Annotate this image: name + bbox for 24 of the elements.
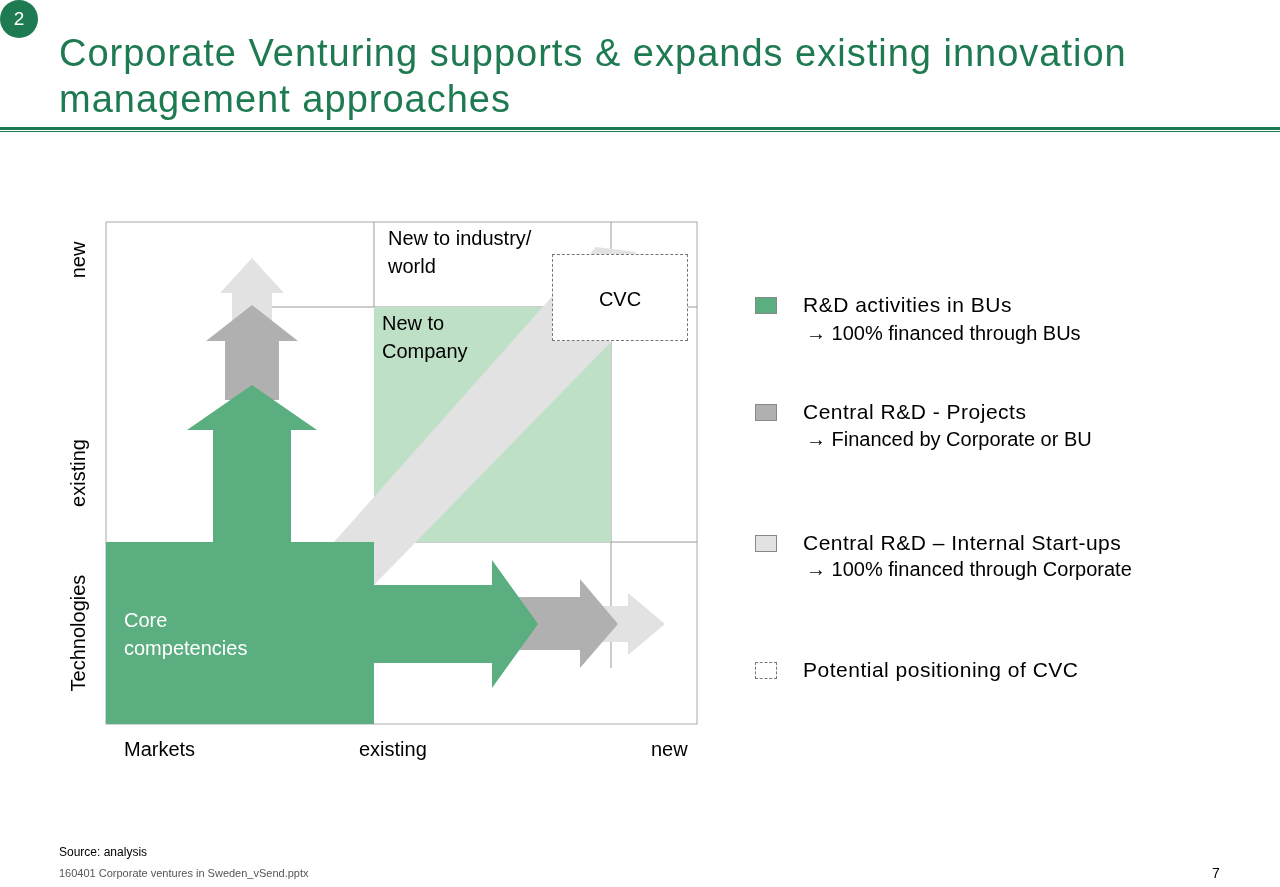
legend-note: → 100% financed through BUs: [806, 321, 1081, 346]
node-label: CVC: [597, 287, 643, 312]
dashed-box: [552, 254, 688, 341]
axis-label: existing: [359, 737, 427, 762]
legend-label: R&D activities in BUs: [803, 292, 1012, 318]
page-number-badge: 2: [0, 0, 38, 38]
node-label: Core competencies: [124, 608, 249, 661]
axis-title: Technologies: [66, 574, 90, 692]
axis-title: Markets: [124, 737, 196, 762]
page-number: 7: [1212, 864, 1220, 883]
legend-note: → Financed by Corporate or BU: [806, 427, 1093, 452]
node-label: New to Company: [382, 311, 469, 364]
title: Corporate Venturing supports & expands existing innovation management approaches: [59, 31, 1128, 122]
legend-note: → 100% financed through Corporate: [806, 557, 1132, 582]
legend-label: Central R&D – Internal Start-ups: [803, 530, 1122, 556]
legend-label: Central R&D - Projects: [803, 399, 1027, 425]
source-note: Source: analysis: [59, 844, 148, 861]
axis-label: new: [66, 241, 90, 279]
file-name: 160401 Corporate ventures in Sweden_vSend.pptx: [59, 866, 309, 881]
axis-label: new: [651, 737, 688, 762]
node-label: New to industry/ world: [388, 226, 533, 279]
axis-label: existing: [66, 439, 90, 507]
core-block: [106, 542, 374, 724]
legend-label: Potential positioning of CVC: [803, 657, 1079, 683]
